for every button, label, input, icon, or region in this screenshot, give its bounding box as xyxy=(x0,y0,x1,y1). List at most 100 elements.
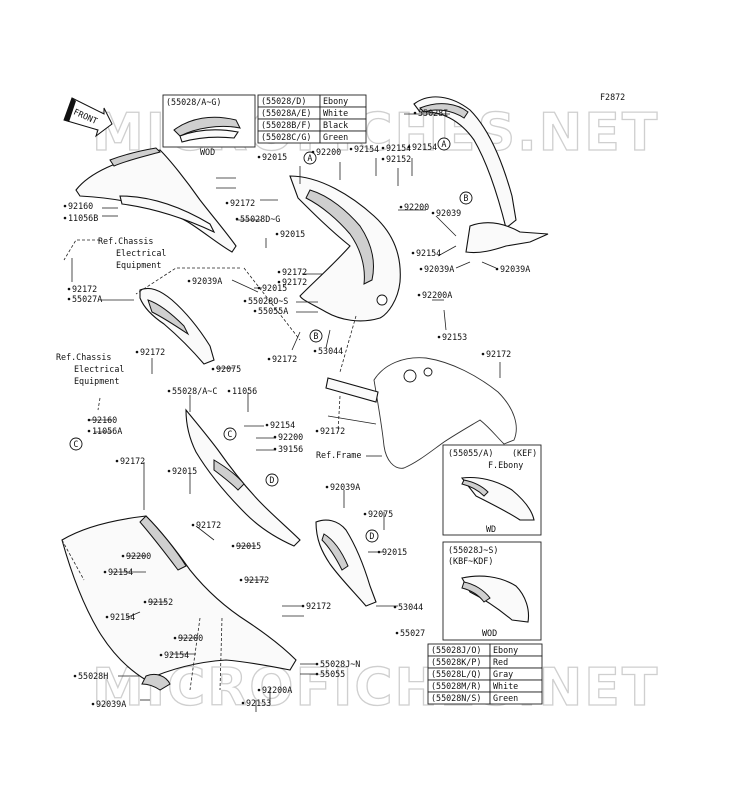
part-label-23: 55055A xyxy=(258,306,288,316)
part-dot-41 xyxy=(325,485,329,489)
part-label-60: 92200A xyxy=(262,685,292,695)
part-label-21: 55027A xyxy=(72,294,102,304)
part-dot-29 xyxy=(211,367,215,371)
ref-chassis-note-1-line-0: Ref.Chassis xyxy=(98,236,153,246)
callout-letter-7: D xyxy=(369,531,374,541)
part-label-14: 92154 xyxy=(416,248,441,258)
part-dot-8 xyxy=(225,201,229,205)
variant-box-kbf: (55028J~S) (KBF~KDF) WOD xyxy=(442,541,542,641)
part-label-18: 92172 xyxy=(282,277,307,287)
part-dot-60 xyxy=(257,688,261,692)
callout-letter-0: A xyxy=(307,153,312,163)
variant-box-top-left: (55028/A~G) WOD xyxy=(162,94,256,157)
part-label-35: 11056 xyxy=(232,386,257,396)
part-label-10: 92160 xyxy=(68,201,93,211)
part-dot-6 xyxy=(407,145,411,149)
color-code-2: (55028B/F) xyxy=(261,120,311,130)
part-label-29: 92075 xyxy=(216,364,241,374)
part-dot-56 xyxy=(395,631,399,635)
color-name-2: Gray xyxy=(493,669,513,679)
color-code-1: (55028A/E) xyxy=(261,108,311,118)
part-label-11: 11056B xyxy=(68,213,98,223)
callout-letter-1: A xyxy=(441,139,446,149)
part-dot-59 xyxy=(73,674,77,678)
part-dot-23 xyxy=(253,309,257,313)
figure-code: F2872 xyxy=(600,92,625,102)
part-dot-47 xyxy=(377,550,381,554)
color-code-4: (55028N/S) xyxy=(431,693,481,703)
color-code-3: (55028M/R) xyxy=(431,681,481,691)
callout-letter-2: B xyxy=(463,193,468,203)
part-dot-36 xyxy=(265,423,269,427)
part-dot-46 xyxy=(231,544,235,548)
ref-chassis-note-2-line-1: Electrical xyxy=(74,364,124,374)
part-label-12: 92015 xyxy=(280,229,305,239)
leader-lines xyxy=(61,113,501,712)
part-dot-15 xyxy=(419,267,423,271)
part-label-5: 92154 xyxy=(386,143,411,153)
part-dot-1 xyxy=(257,155,261,159)
callout-letter-5: C xyxy=(227,429,232,439)
variant-kef-extra: (KEF) xyxy=(512,448,537,458)
callout-circle-0 xyxy=(303,151,317,165)
part-label-2: 92200 xyxy=(316,147,341,157)
ref-chassis-note-2-line-2: Equipment xyxy=(74,376,119,386)
part-label-28: 53044 xyxy=(318,346,343,356)
color-name-3: Green xyxy=(323,132,348,142)
part-label-9: 55028D~G xyxy=(240,214,280,224)
part-label-15: 92039A xyxy=(424,264,454,274)
color-code-1: (55028K/P) xyxy=(431,657,481,667)
part-label-22: 55028O~S xyxy=(248,296,288,306)
callout-circle-5 xyxy=(223,427,237,441)
part-dot-9 xyxy=(235,217,239,221)
part-dot-50 xyxy=(191,523,195,527)
part-label-49: 92154 xyxy=(110,612,135,622)
part-label-54: 92200 xyxy=(178,633,203,643)
part-dot-48 xyxy=(143,600,147,604)
part-label-61: 92039A xyxy=(96,699,126,709)
ref-chassis-note-1-line-2: Equipment xyxy=(116,260,161,270)
part-label-53: 53044 xyxy=(398,602,423,612)
part-label-0: 55028I xyxy=(418,108,448,118)
color-name-0: Ebony xyxy=(493,645,518,655)
part-dot-31 xyxy=(135,350,139,354)
part-dot-33 xyxy=(87,429,91,433)
part-label-50: 92172 xyxy=(196,520,221,530)
middle-side-fairing-part xyxy=(185,408,301,547)
part-dot-7 xyxy=(399,205,403,209)
color-table-bottom: (55028J/O)Ebony(55028K/P)Red(55028L/Q)Gr… xyxy=(427,643,543,705)
part-label-20: 92015 xyxy=(262,283,287,293)
part-dot-26 xyxy=(67,287,71,291)
part-label-57: 55028J~N xyxy=(320,659,360,669)
inner-cover-left-part xyxy=(139,287,215,365)
center-upper-cowl-part xyxy=(289,175,401,322)
part-label-51: 92172 xyxy=(244,575,269,585)
part-dot-0 xyxy=(413,111,417,115)
part-label-19: 92039A xyxy=(192,276,222,286)
color-code-3: (55028C/G) xyxy=(261,132,311,142)
part-dot-38 xyxy=(273,447,277,451)
part-dot-2 xyxy=(311,150,315,154)
variant-box-kef: (55055/A) (KEF) F.Ebony WD xyxy=(442,444,542,536)
part-label-8: 92172 xyxy=(230,198,255,208)
part-label-40: 92015 xyxy=(172,466,197,476)
part-dot-34 xyxy=(167,389,171,393)
part-label-24: 92200A xyxy=(422,290,452,300)
color-name-0: Ebony xyxy=(323,96,348,106)
part-dot-53 xyxy=(393,605,397,609)
part-label-55: 92154 xyxy=(164,650,189,660)
variant-box-top-left-label: WOD xyxy=(200,147,215,157)
part-label-56: 55027 xyxy=(400,628,425,638)
callout-circle-6 xyxy=(265,473,279,487)
reference-frame-part xyxy=(373,357,517,469)
part-dot-17 xyxy=(277,270,281,274)
part-dot-13 xyxy=(431,211,435,215)
part-label-41: 92039A xyxy=(330,482,360,492)
part-label-3: 92154 xyxy=(354,144,379,154)
watermark-group: MICROFICHES.NET MICROFICHES.NET xyxy=(91,102,658,718)
color-name-1: White xyxy=(323,108,348,118)
part-label-58: 55055 xyxy=(320,669,345,679)
